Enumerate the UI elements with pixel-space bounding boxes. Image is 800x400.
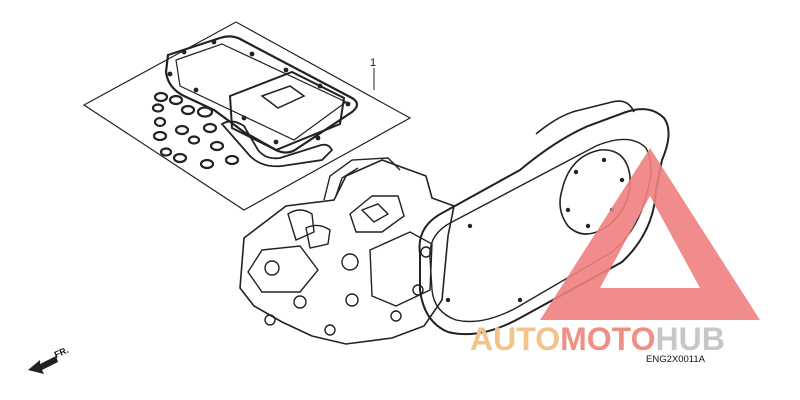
cylinder-head: [239, 159, 455, 345]
o-ring-seals: [151, 91, 240, 170]
diagram-code: ENG2X0011A: [646, 354, 706, 365]
watermark-word-moto: MOTO: [560, 321, 655, 357]
crankcase-gasket-inner: [175, 43, 348, 141]
kit-outline: [82, 21, 412, 211]
crankcase-gasket: [164, 35, 359, 154]
engine-block: [239, 157, 455, 345]
gasket-bolt-holes: [167, 39, 351, 145]
intake-port: [349, 195, 405, 233]
callout-label-1: 1: [370, 57, 376, 69]
gasket-kit-panel: [82, 21, 412, 211]
watermark-text: AUTOMOTOHUB: [470, 321, 725, 357]
arrow-front-icon: [28, 356, 58, 374]
crankcase-face: [247, 245, 319, 293]
cylinder-fins: [323, 157, 401, 201]
watermark-logo: [540, 148, 760, 320]
watermark-word-auto: AUTO: [470, 321, 560, 357]
crankcase-cover-left: [369, 231, 433, 307]
cover-gasket: [220, 120, 334, 168]
watermark-triangle-icon: [540, 148, 760, 320]
drive-belt-cover: [418, 100, 670, 336]
cylinder-gasket-port: [260, 85, 306, 109]
front-direction-label: FR.: [53, 345, 70, 360]
belt-cover-outer: [418, 108, 670, 336]
belt-cover-top-ridge: [535, 100, 635, 135]
watermark-word-hub: HUB: [655, 321, 724, 357]
spark-boss: [287, 209, 315, 241]
cylinder-gasket: [228, 70, 346, 152]
